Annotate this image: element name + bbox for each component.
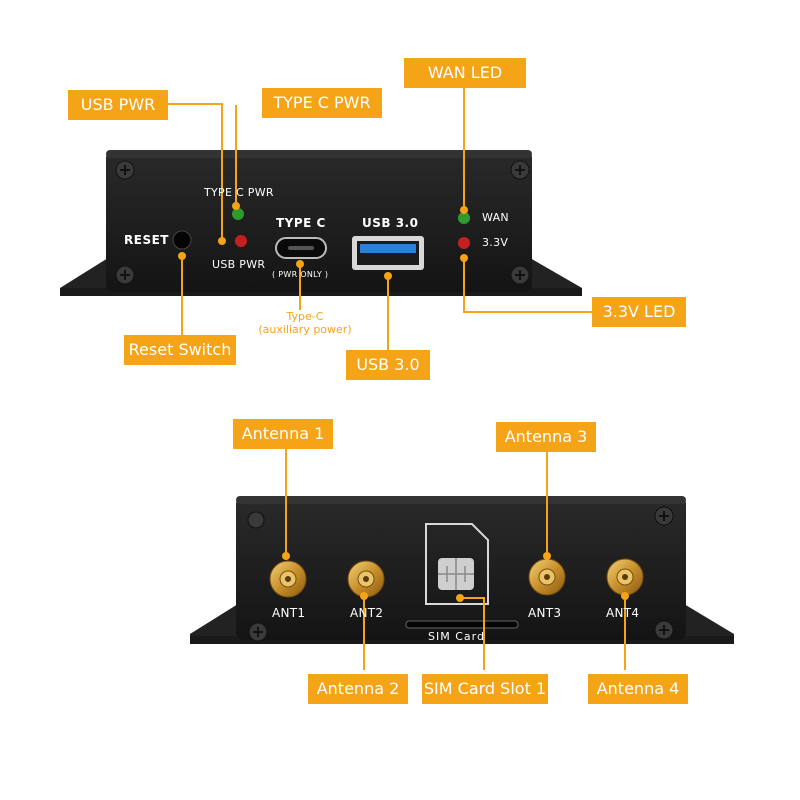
reset-label: RESET: [124, 233, 169, 247]
usb-pwr-panel-label: USB PWR: [212, 258, 266, 271]
wan-panel-label: WAN: [482, 211, 509, 224]
reset-switch-callout: Reset Switch: [124, 335, 236, 365]
ant1-panel-label: ANT1: [272, 606, 306, 620]
reset-button-hole: [172, 230, 192, 250]
bottom-device: [190, 448, 734, 670]
ant4-panel-label: ANT4: [606, 606, 640, 620]
top-right-flange: [530, 258, 582, 294]
sim-card-panel-label: SIM Card: [428, 630, 485, 643]
type-c-pwr-panel-label: TYPE C PWR: [204, 186, 274, 199]
v33-panel-label: 3.3V: [482, 236, 509, 249]
ant2-panel-label: ANT2: [350, 606, 384, 620]
v33-led-callout: 3.3V LED: [592, 297, 686, 327]
top-device-body: [106, 150, 532, 292]
top-device: [60, 88, 592, 350]
usb3-callout: USB 3.0: [346, 350, 430, 380]
bottom-left-flange: [190, 604, 238, 642]
type-c-pwr-led: [232, 208, 244, 220]
type-c-pwr-callout: TYPE C PWR: [262, 88, 382, 118]
type-c-panel-label: TYPE C: [276, 216, 326, 230]
antenna1-callout: Antenna 1: [233, 419, 333, 449]
pwr-only-panel-label: ( PWR ONLY ): [272, 270, 329, 279]
sim-slot-callout: SIM Card Slot 1: [422, 674, 548, 704]
type-c-note-line1: Type-C: [286, 310, 324, 323]
v33-led: [458, 237, 470, 249]
usb3-panel-label: USB 3.0: [362, 216, 419, 230]
usb-pwr-led: [235, 235, 247, 247]
wan-led-callout: WAN LED: [404, 58, 526, 88]
antenna4-callout: Antenna 4: [588, 674, 688, 704]
usb-pwr-callout: USB PWR: [68, 90, 168, 120]
antenna3-callout: Antenna 3: [496, 422, 596, 452]
ant3-panel-label: ANT3: [528, 606, 562, 620]
sim-slot: [405, 620, 519, 629]
top-left-flange: [60, 258, 108, 294]
type-c-aux-note: Type-C (auxiliary power): [250, 310, 360, 336]
type-c-note-line2: (auxiliary power): [258, 323, 352, 336]
sim-card-icon: [425, 523, 489, 605]
antenna2-callout: Antenna 2: [308, 674, 408, 704]
bottom-right-flange: [684, 604, 734, 642]
sma-connector-icon: [269, 558, 644, 598]
wan-led: [458, 212, 470, 224]
